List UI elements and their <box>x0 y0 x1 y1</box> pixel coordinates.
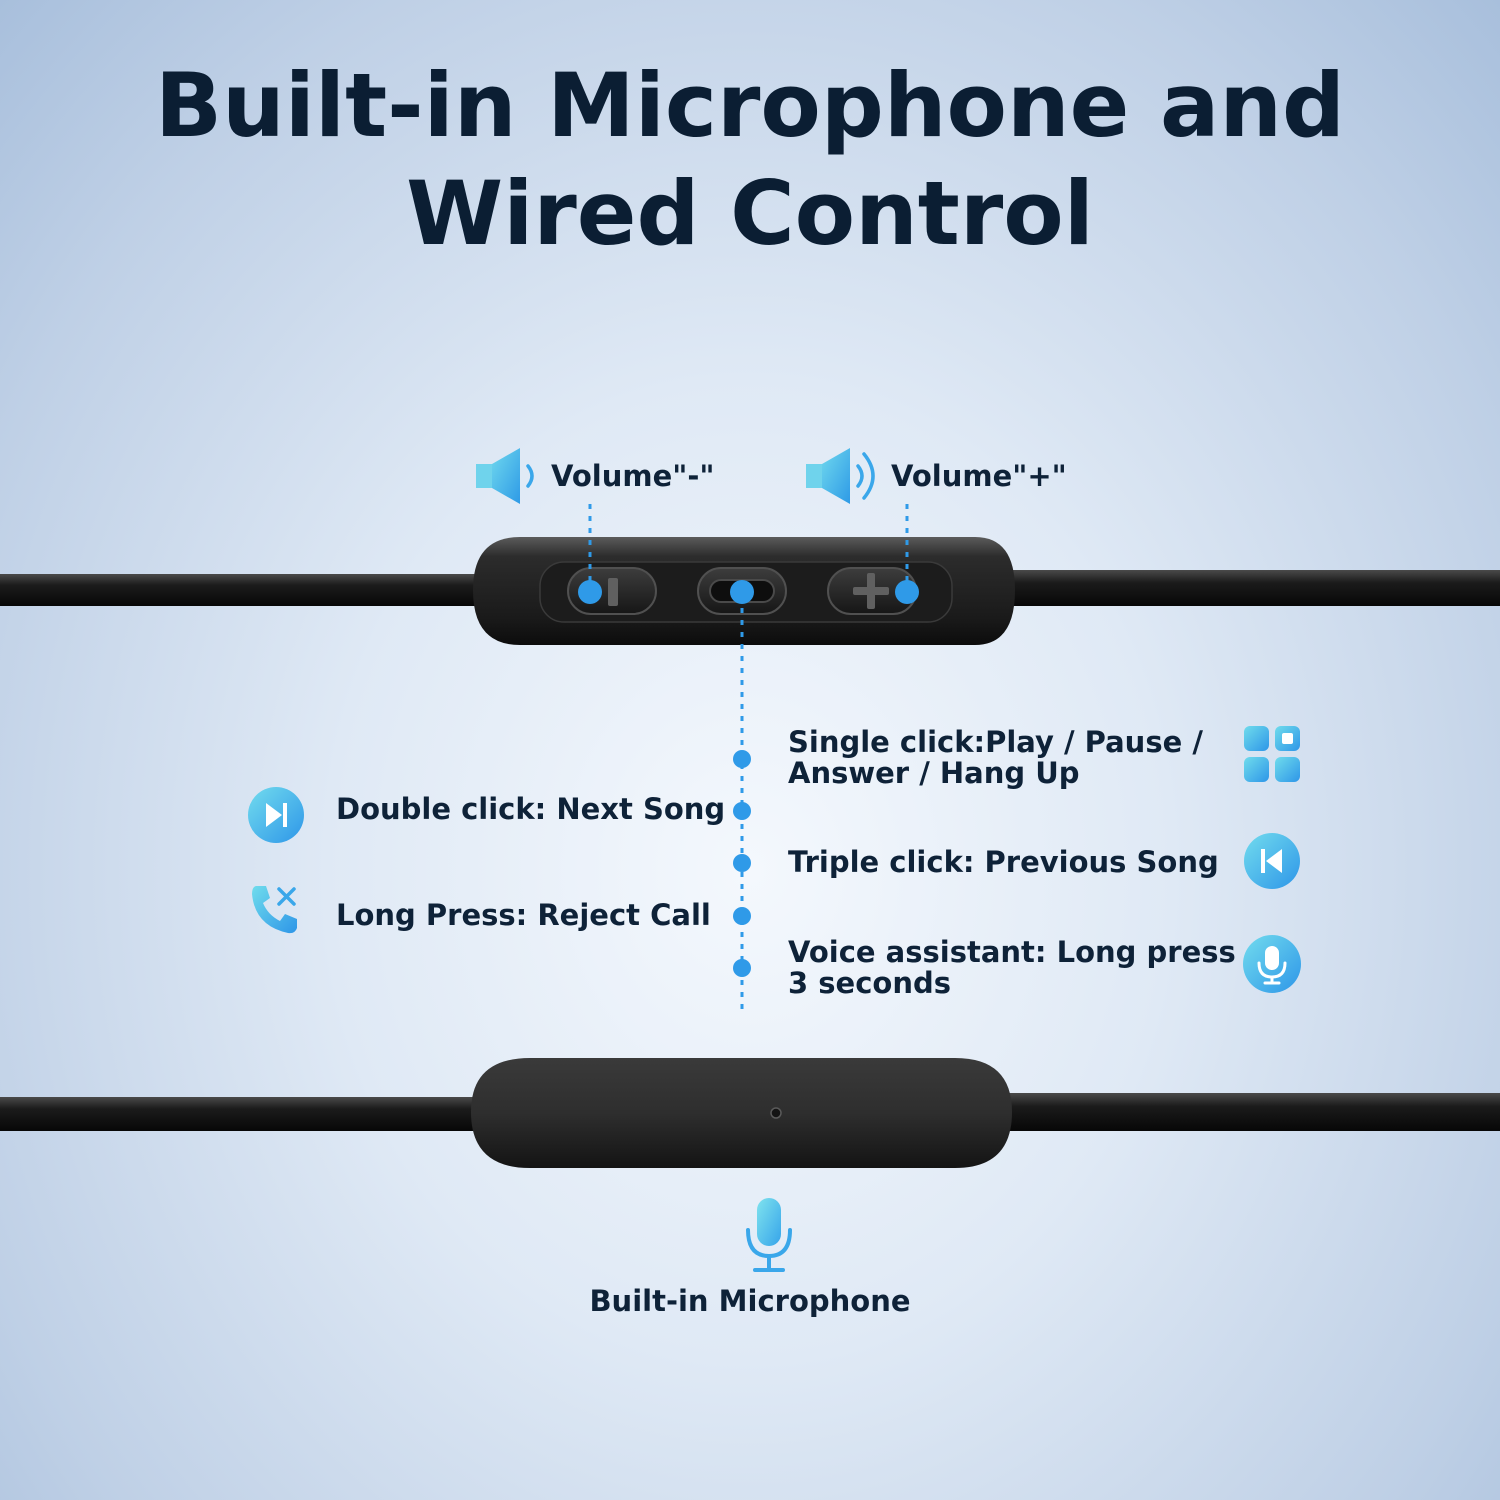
top-cable <box>0 570 1500 606</box>
title-line-1: Built-in Microphone and <box>155 54 1345 157</box>
long-press-label: Long Press: Reject Call <box>336 898 711 932</box>
title-line-2: Wired Control <box>406 162 1094 265</box>
multifunction-dot <box>730 580 754 604</box>
voice-assistant-line-2: 3 seconds <box>788 966 951 1000</box>
volume-down-label: Volume"-" <box>551 459 715 493</box>
speaker-high-icon <box>806 446 880 506</box>
mic-hole <box>770 1107 782 1119</box>
microphone-caption: Built-in Microphone <box>589 1284 911 1318</box>
long-press-dot <box>733 907 751 925</box>
minus-icon <box>608 578 618 606</box>
connector-dots <box>578 580 919 977</box>
page-title: Built-in Microphone and Wired Control <box>0 52 1500 268</box>
previous-track-icon <box>1244 833 1300 889</box>
volume-up-dot <box>895 580 919 604</box>
volume-down-dot <box>578 580 602 604</box>
single-click-dot <box>733 750 751 768</box>
single-click-line-1: Single click:Play / Pause / <box>788 725 1203 759</box>
triple-click-dot <box>733 854 751 872</box>
speaker-low-icon <box>476 448 538 504</box>
plus-icon <box>853 573 889 609</box>
app-grid-icon <box>1244 726 1300 782</box>
single-click-line-2: Answer / Hang Up <box>788 756 1080 790</box>
reject-call-icon <box>250 882 304 936</box>
voice-assistant-label: Voice assistant: Long press 3 seconds <box>788 937 1236 999</box>
volume-up-label: Volume"+" <box>891 459 1067 493</box>
triple-click-label: Triple click: Previous Song <box>788 845 1219 879</box>
double-click-label: Double click: Next Song <box>336 792 726 826</box>
voice-assistant-dot <box>733 959 751 977</box>
microphone-icon <box>745 1198 793 1274</box>
single-click-label: Single click:Play / Pause / Answer / Han… <box>788 727 1203 789</box>
bottom-cable <box>0 1093 1500 1131</box>
voice-assistant-microphone-icon <box>1243 935 1301 993</box>
next-track-icon <box>248 787 304 843</box>
voice-assistant-line-1: Voice assistant: Long press <box>788 935 1236 969</box>
double-click-dot <box>733 802 751 820</box>
microphone-housing <box>471 1058 1012 1168</box>
